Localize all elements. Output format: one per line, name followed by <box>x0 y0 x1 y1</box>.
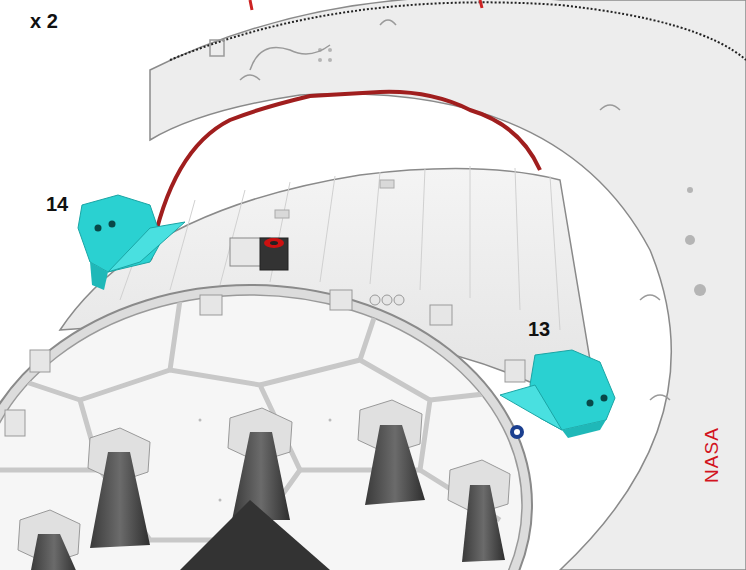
callout-number: 13 <box>528 318 550 341</box>
cyan-part-13 <box>500 350 615 438</box>
cable <box>150 92 540 260</box>
agency-logo <box>510 425 524 439</box>
logo-text: NASA <box>701 427 723 483</box>
quantity-label: x 2 <box>30 10 58 33</box>
thruster-nozzles <box>18 400 510 570</box>
end-face <box>0 295 522 570</box>
end-rim <box>0 285 532 570</box>
cyan-part-14 <box>78 195 185 290</box>
callout-number: 14 <box>46 193 68 216</box>
